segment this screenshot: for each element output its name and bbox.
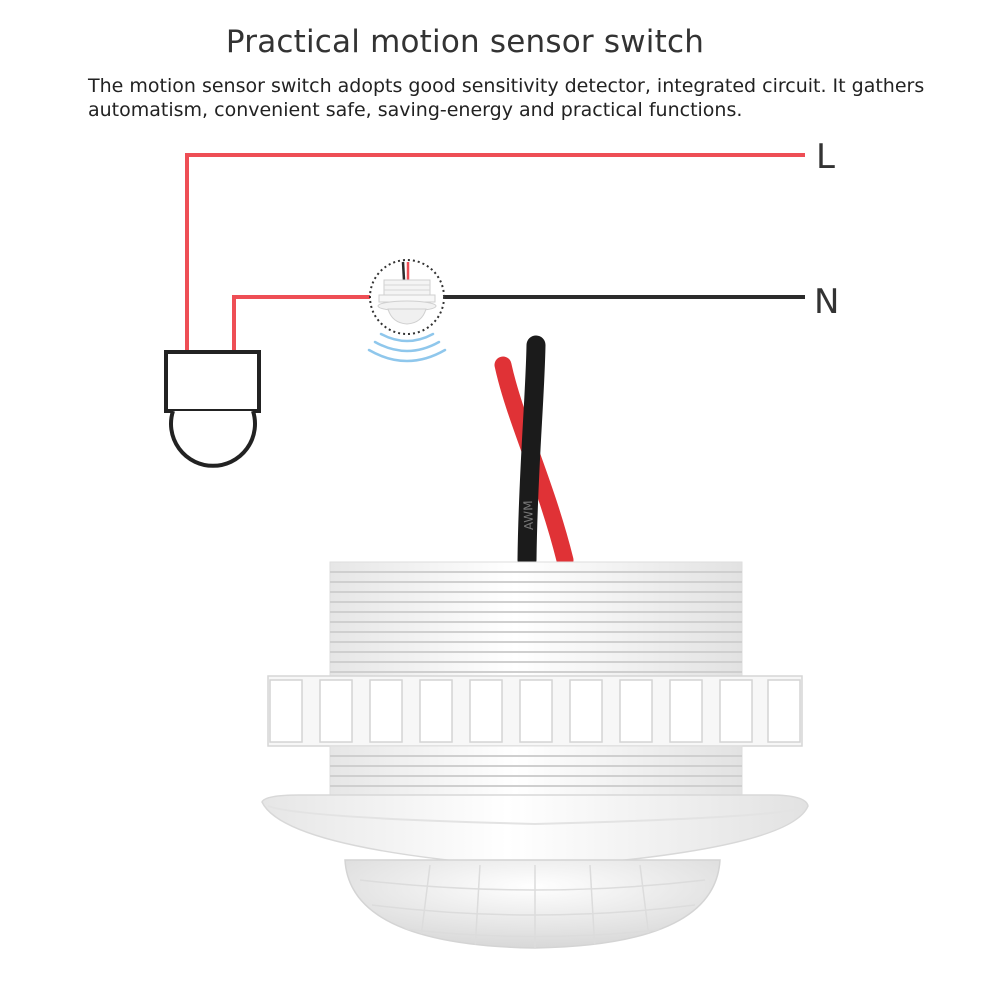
neutral-label: N (814, 282, 839, 322)
page-title: Practical motion sensor switch (225, 24, 705, 60)
product-black-cable (517, 335, 546, 570)
lamp-to-sensor-wire (232, 295, 372, 352)
motion-sensor-icon (369, 259, 445, 335)
cable-print: AWM (521, 500, 536, 530)
live-label: L (816, 137, 835, 177)
sensor-product-image: AWM (261, 335, 809, 949)
wave-icon (367, 332, 447, 363)
lamp-icon (164, 350, 261, 468)
product-description: The motion sensor switch adopts good sen… (88, 75, 925, 121)
live-wire (185, 153, 805, 352)
